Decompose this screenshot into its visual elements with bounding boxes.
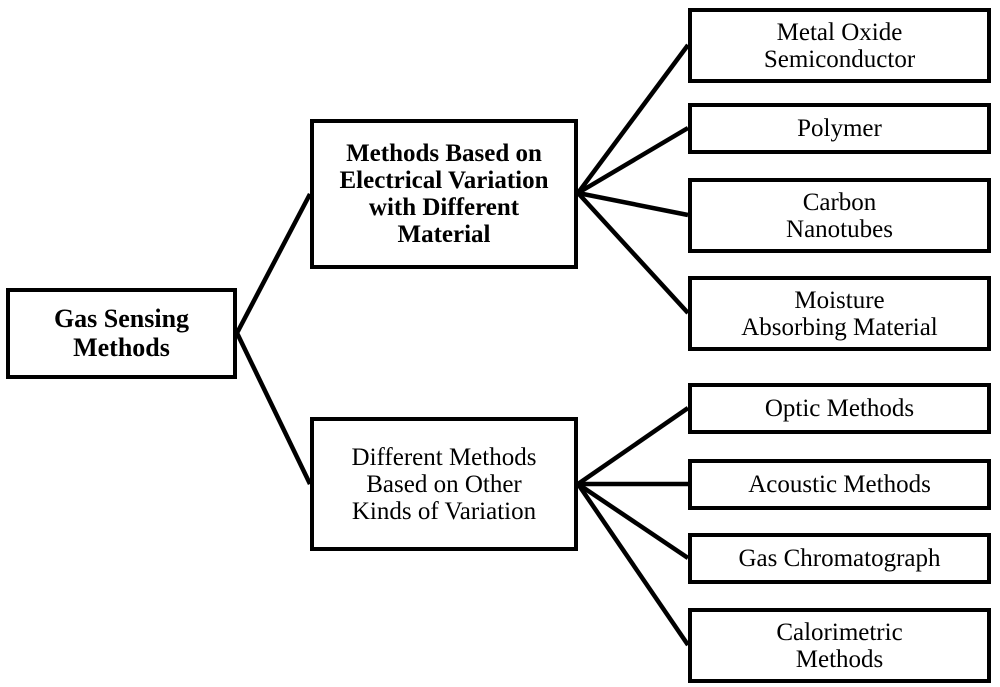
node-different-methods-based-on-other-kinds-of-variation: Different Methods Based on Other Kinds o… <box>310 417 578 551</box>
connector-root-to-branch-electrical <box>235 192 312 335</box>
connector-branch-electrical-to-moisture-absorbing-material <box>576 191 690 315</box>
node-optic-methods: Optic Methods <box>688 383 991 434</box>
connector-branch-other-to-gas-chromatograph <box>576 482 690 560</box>
connector-branch-other-to-optic-methods <box>576 406 690 486</box>
node-label-polymer: Polymer <box>797 115 882 142</box>
connector-root-to-branch-other-variation <box>234 332 313 485</box>
node-label-methods-based-on-electrical-variation: Methods Based on Electrical Variation wi… <box>339 140 549 248</box>
node-methods-based-on-electrical-variation: Methods Based on Electrical Variation wi… <box>310 119 578 269</box>
node-carbon-nanotubes: Carbon Nanotubes <box>688 178 991 253</box>
node-label-carbon-nanotubes: Carbon Nanotubes <box>786 188 893 243</box>
node-label-optic-methods: Optic Methods <box>764 395 915 422</box>
node-label-different-methods-based-on-other-kinds-of-variation: Different Methods Based on Other Kinds o… <box>351 443 537 525</box>
node-calorimetric-methods: Calorimetric Methods <box>688 608 991 683</box>
node-label-calorimetric-methods: Calorimetric Methods <box>776 618 903 673</box>
node-label-metal-oxide-semiconductor: Metal Oxide Semiconductor <box>763 18 916 73</box>
node-label-gas-chromatograph: Gas Chromatograph <box>738 545 941 572</box>
node-moisture-absorbing-material: Moisture Absorbing Material <box>688 276 991 351</box>
node-label-moisture-absorbing-material: Moisture Absorbing Material <box>741 286 938 341</box>
node-label-gas-sensing-methods: Gas Sensing Methods <box>53 304 190 362</box>
connector-branch-electrical-to-metal-oxide-semiconductor <box>576 43 690 195</box>
connector-branch-electrical-to-polymer <box>576 126 690 195</box>
node-gas-sensing-methods: Gas Sensing Methods <box>6 288 237 379</box>
connector-branch-electrical-to-carbon-nanotubes <box>577 190 689 218</box>
node-acoustic-methods: Acoustic Methods <box>688 459 991 510</box>
node-label-acoustic-methods: Acoustic Methods <box>748 471 931 498</box>
connector-branch-other-to-calorimetric-methods <box>576 482 690 647</box>
node-gas-chromatograph: Gas Chromatograph <box>688 533 991 584</box>
node-polymer: Polymer <box>688 103 991 154</box>
node-metal-oxide-semiconductor: Metal Oxide Semiconductor <box>688 8 991 83</box>
